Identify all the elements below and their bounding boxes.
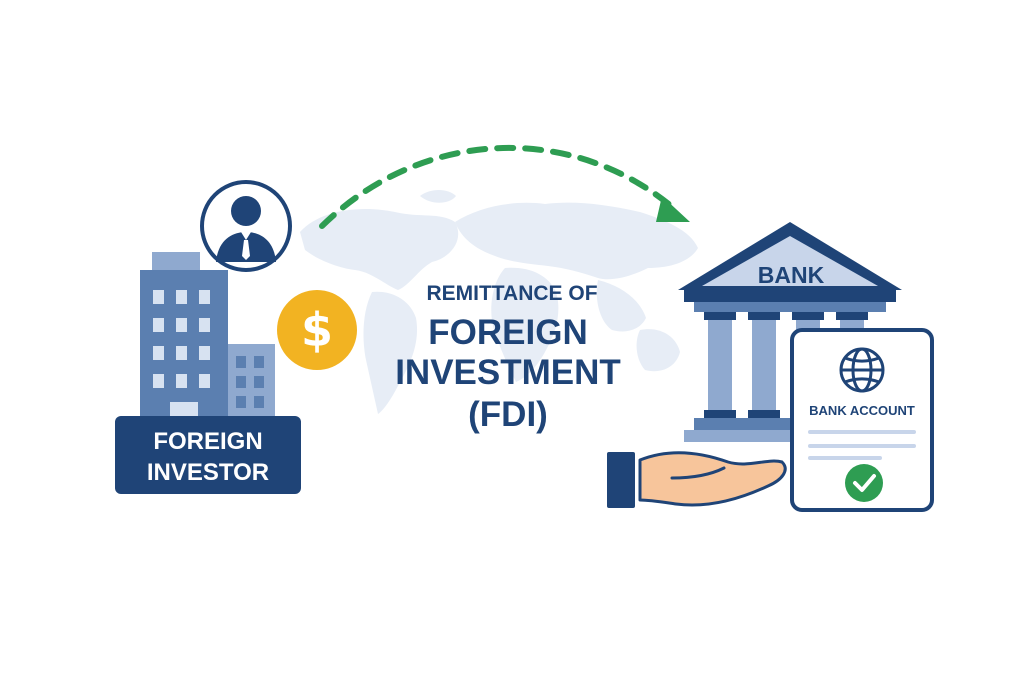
page-title: REMITTANCE OF FOREIGN INVESTMENT (FDI) xyxy=(395,282,621,434)
bank-account-label: BANK ACCOUNT xyxy=(809,403,915,418)
businessman-icon xyxy=(200,180,292,272)
title-line1: REMITTANCE OF xyxy=(426,282,597,305)
investor-label-line1: FOREIGN xyxy=(153,428,262,455)
foreign-investor-label: FOREIGN INVESTOR xyxy=(115,416,301,494)
dollar-symbol: $ xyxy=(301,303,333,357)
bank-label: BANK xyxy=(758,262,825,288)
bank-account-card: BANK ACCOUNT xyxy=(790,328,934,512)
check-circle-icon xyxy=(845,464,883,502)
dashed-arc-arrow-icon xyxy=(319,144,690,229)
title-line4: (FDI) xyxy=(468,395,548,434)
title-line2: FOREIGN xyxy=(428,313,587,352)
office-building-icon xyxy=(140,252,275,420)
globe-icon xyxy=(839,347,885,393)
world-map-icon xyxy=(300,190,698,414)
dollar-coin-icon: $ xyxy=(277,290,357,370)
open-hand-icon xyxy=(607,451,787,508)
investor-label-line2: INVESTOR xyxy=(147,459,269,486)
title-line3: INVESTMENT xyxy=(395,353,621,392)
